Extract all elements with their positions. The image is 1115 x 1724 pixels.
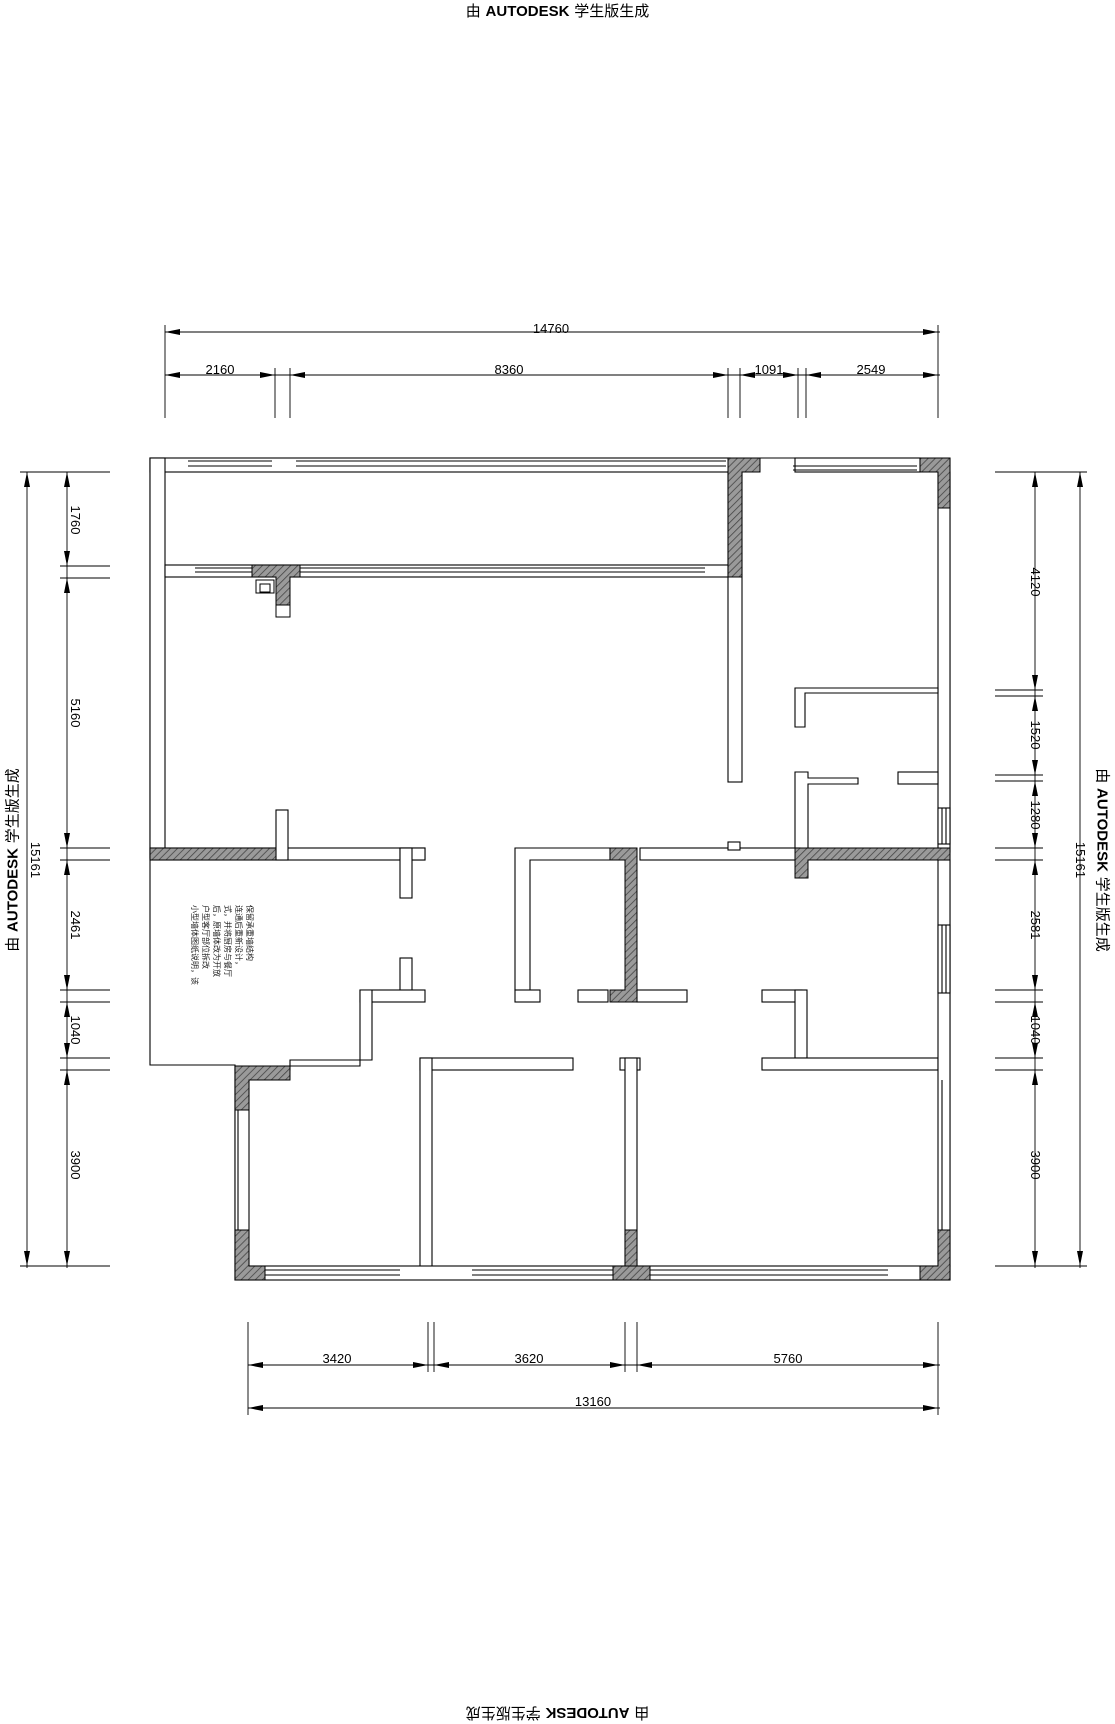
dim-left-seg-4: 1040 [68,1016,83,1045]
dim-top-seg-3: 1091 [755,362,784,377]
watermark-prefix: 由 [465,2,481,20]
dim-right-seg-2: 1520 [1028,721,1043,750]
dim-top-total: 14760 [533,321,569,336]
dim-top-seg-4: 2549 [857,362,886,377]
dim-right-seg-1: 4120 [1028,568,1043,597]
dimension-arrows [24,329,1083,1411]
note-line-2: 户型客厅部位拆改 [201,905,211,969]
note-line-1: 小型墙体图纸说明，该 [190,905,200,985]
dim-right-total: 15161 [1073,842,1088,878]
dim-top-seg-1: 2160 [206,362,235,377]
structural-columns [149,457,951,1281]
dim-right-seg-5: 1040 [1028,1016,1043,1045]
dim-bottom-total: 13160 [575,1394,611,1409]
watermark-top: 由 AUTODESK 学生版生成 [0,0,1115,23]
dim-bottom-seg-2: 3620 [515,1351,544,1366]
dimension-lines [20,325,1087,1415]
dim-left-seg-3: 2461 [68,911,83,940]
dim-left-total: 15161 [28,842,43,878]
watermark-brand: AUTODESK [485,3,570,20]
note-line-5: 连通后重新设计， [234,905,244,969]
shaft-detail [255,579,291,618]
dim-left-seg-1: 1760 [68,506,83,535]
dim-top-seg-2: 8360 [495,362,524,377]
design-note: 小型墙体图纸说明，该 户型客厅部位拆改 后，原墙体改为开放 式，并将厨房与餐厅 … [190,905,255,985]
note-line-6: 保留承重墙结构 [245,905,255,961]
dim-right-seg-6: 3900 [1028,1151,1043,1180]
dim-bottom-seg-1: 3420 [323,1351,352,1366]
watermark-suffix: 学生版生成 [574,2,650,20]
note-line-4: 式，并将厨房与餐厅 [223,905,233,977]
note-line-3: 后，原墙体改为开放 [212,905,222,977]
dim-right-seg-4: 2581 [1028,911,1043,940]
walls [149,457,951,1281]
dim-left-seg-5: 3900 [68,1151,83,1180]
dim-right-seg-3: 1280 [1028,801,1043,830]
dim-bottom-seg-3: 5760 [774,1351,803,1366]
dim-left-seg-2: 5160 [68,699,83,728]
